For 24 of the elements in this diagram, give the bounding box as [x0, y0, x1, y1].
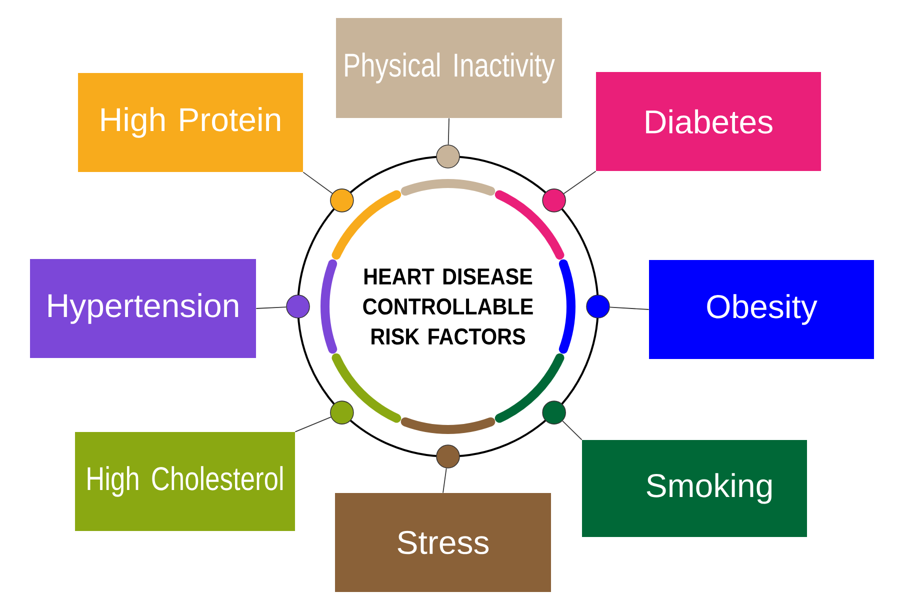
connector-dot: [436, 144, 460, 168]
connector-line: [563, 170, 596, 194]
connector-dot: [330, 188, 354, 212]
connector-line: [562, 420, 582, 440]
connector-dot: [542, 188, 566, 212]
risk-factor-box: Diabetes: [596, 72, 821, 171]
risk-factor-box: High Protein: [78, 73, 303, 172]
connector-line: [294, 416, 332, 432]
connector-dot: [330, 400, 354, 424]
connector-dot: [436, 444, 460, 468]
connector-dot: [542, 400, 566, 424]
risk-factor-box: Hypertension: [30, 259, 256, 358]
risk-factor-box: Smoking: [582, 440, 807, 537]
risk-factor-box: Obesity: [649, 260, 874, 359]
risk-factor-box: High Cholesterol: [75, 432, 295, 531]
connector-dot: [286, 294, 310, 318]
connector-dot: [586, 294, 610, 318]
connector-line: [448, 118, 450, 146]
connector-line: [302, 172, 333, 194]
connector-line: [442, 468, 447, 494]
risk-factor-box: Physical Inactivity: [336, 18, 562, 118]
risk-factor-box: Stress: [335, 493, 551, 592]
connector-line: [256, 306, 287, 309]
connector-line: [609, 306, 650, 310]
